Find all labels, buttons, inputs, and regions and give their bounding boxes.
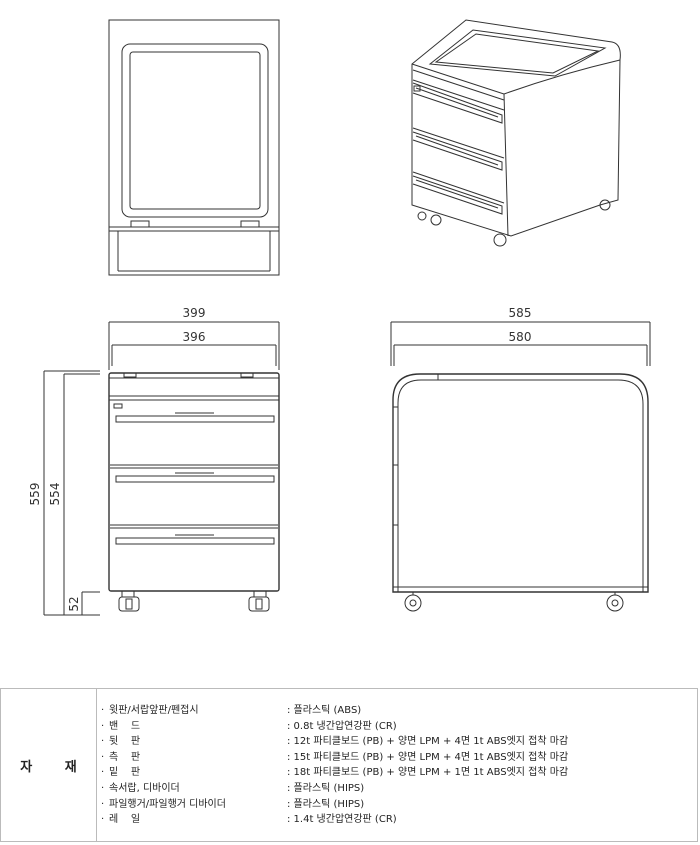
bullet: · (101, 782, 105, 794)
bullet: · (101, 751, 105, 763)
depth-outer-label: 585 (509, 306, 532, 320)
height-inner-label: 554 (48, 483, 62, 506)
material-spec: : 0.8t 냉간압연강판 (CR) (287, 720, 397, 732)
material-spec: : 플라스틱 (HIPS) (287, 782, 365, 794)
part-name: 레 일 (109, 814, 141, 826)
material-spec: : 플라스틱 (ABS) (287, 705, 362, 716)
technical-drawing: 399 396 559 554 52 (28, 19, 651, 616)
material-row: · 뒷 판 : 12t 파티클보드 (PB) + 양면 LPM + 4면 1t AB… (101, 734, 697, 750)
part-name: 윗판/서랍앞판/펜접시 (109, 705, 199, 716)
bullet: · (101, 798, 105, 810)
part-name: 밑 판 (109, 767, 141, 779)
materials-table: 자 재 · 윗판/서랍앞판/펜접시 : 플라스틱 (ABS) · 밴 드 : 0.8t … (0, 688, 698, 842)
caster-height-label: 52 (67, 596, 81, 611)
material-spec: : 15t 파티클보드 (PB) + 양면 LPM + 4면 1t ABS엣지 … (287, 751, 569, 763)
width-outer-label: 399 (183, 306, 206, 320)
material-spec: : 1.4t 냉간압연강판 (CR) (287, 814, 397, 826)
materials-header: 자 재 (1, 689, 97, 841)
material-row: · 레 일 : 1.4t 냉간압연강판 (CR) (101, 812, 697, 828)
part-name: 밴 드 (109, 720, 141, 732)
materials-list: · 윗판/서랍앞판/펜접시 : 플라스틱 (ABS) · 밴 드 : 0.8t 냉간압연… (101, 703, 697, 828)
bullet: · (101, 814, 105, 826)
front-view: 399 396 559 554 52 (28, 306, 280, 616)
material-spec: : 12t 파티클보드 (PB) + 양면 LPM + 4면 1t ABS엣지 … (287, 736, 569, 748)
width-inner-label: 396 (183, 330, 206, 344)
side-view: 585 580 (390, 306, 651, 612)
isometric-view (411, 19, 621, 247)
part-name: 측 판 (109, 751, 141, 763)
material-row: · 밑 판 : 18t 파티클보드 (PB) + 양면 LPM + 1면 1t AB… (101, 765, 697, 781)
height-outer-label: 559 (28, 483, 42, 506)
top-view (108, 19, 280, 276)
part-name: 파일행거/파일행거 디바이더 (109, 798, 226, 810)
part-name: 뒷 판 (109, 736, 141, 748)
material-row: · 윗판/서랍앞판/펜접시 : 플라스틱 (ABS) (101, 703, 697, 719)
part-name: 속서랍, 디바이더 (109, 782, 180, 794)
bullet: · (101, 705, 105, 716)
bullet: · (101, 736, 105, 748)
material-row: · 파일행거/파일행거 디바이더 : 플라스틱 (HIPS) (101, 797, 697, 813)
bullet: · (101, 767, 105, 779)
depth-inner-label: 580 (509, 330, 532, 344)
material-row: · 속서랍, 디바이더 : 플라스틱 (HIPS) (101, 781, 697, 797)
material-spec: : 18t 파티클보드 (PB) + 양면 LPM + 1면 1t ABS엣지 … (287, 767, 569, 779)
bullet: · (101, 720, 105, 732)
material-spec: : 플라스틱 (HIPS) (287, 798, 365, 810)
material-row: · 측 판 : 15t 파티클보드 (PB) + 양면 LPM + 4면 1t AB… (101, 750, 697, 766)
material-row: · 밴 드 : 0.8t 냉간압연강판 (CR) (101, 719, 697, 735)
